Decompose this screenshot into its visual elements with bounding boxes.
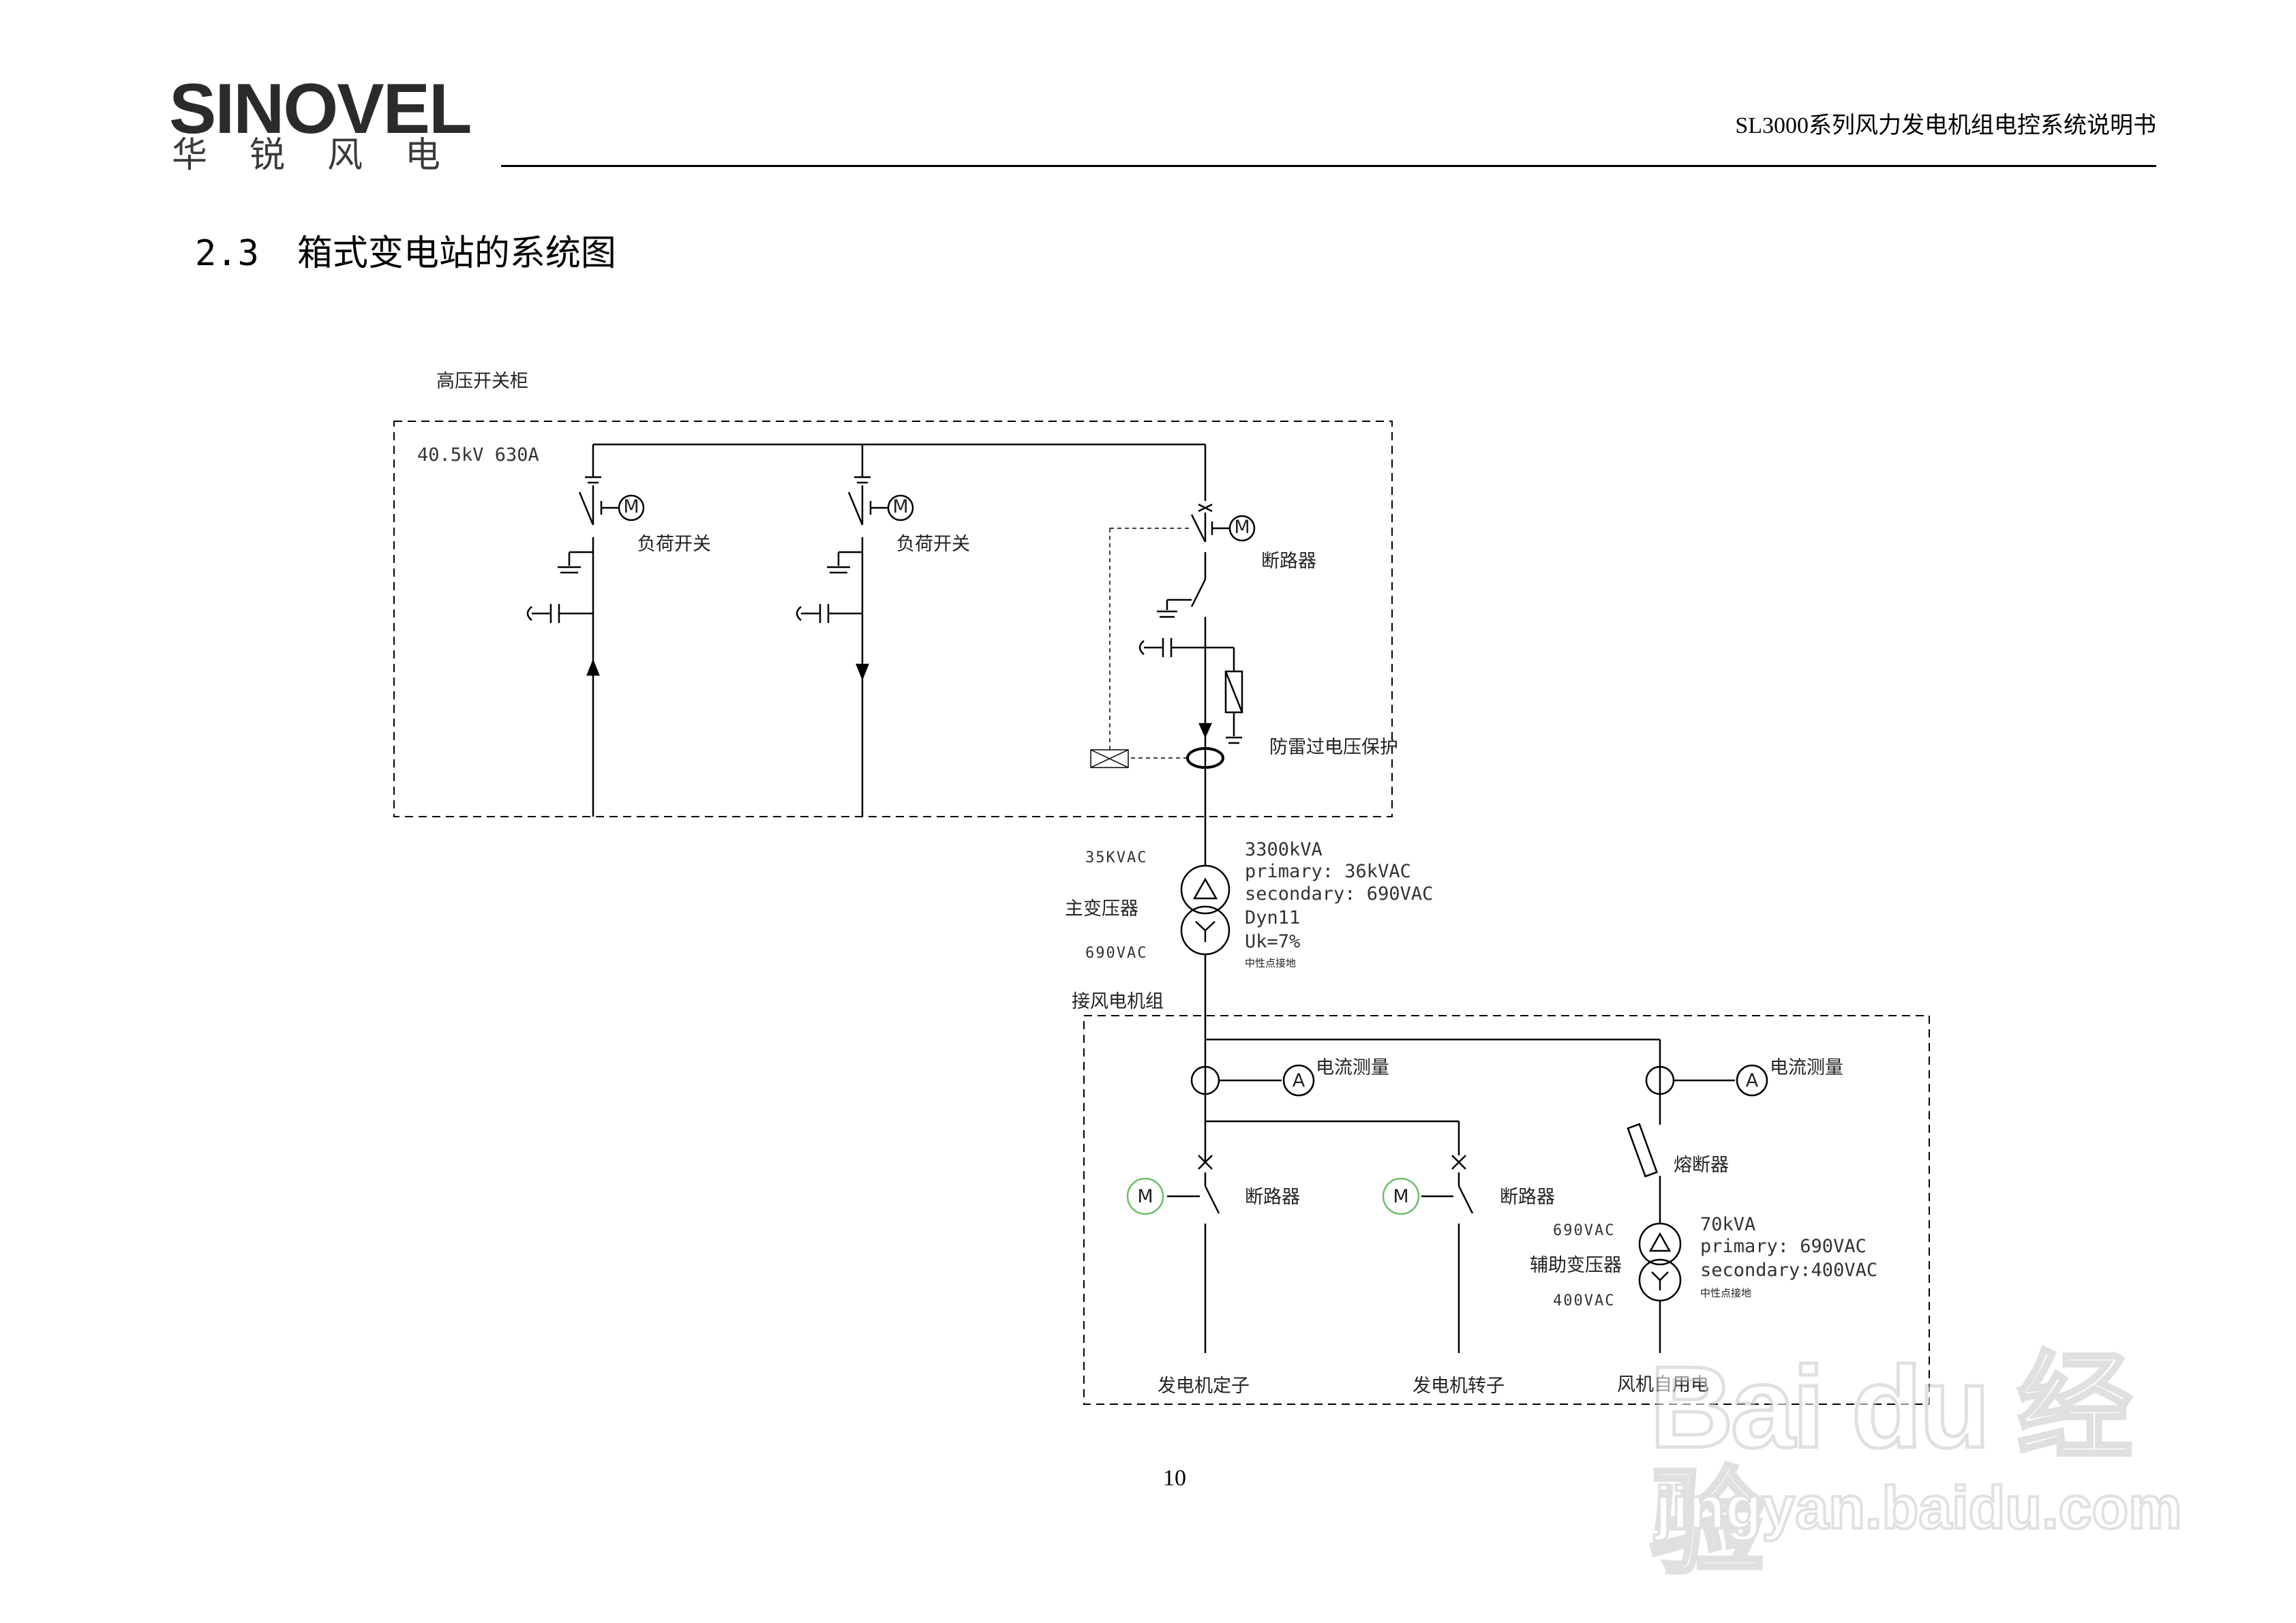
load-switch-2-label: 负荷开关 [896, 534, 970, 555]
hv-breaker [1090, 503, 1256, 817]
voltage-measure-label: 电流测量 [1770, 1057, 1843, 1078]
watermark-sub: jingyan.baidu.com [1654, 1474, 2184, 1541]
page-number: 10 [1163, 1466, 1186, 1491]
breaker-2-label: 断路器 [1500, 1187, 1555, 1208]
ammeter-symbol-2: A [1746, 1070, 1759, 1091]
aux-tx-secondary: secondary:400VAC [1700, 1260, 1877, 1281]
aux-tx-hv-voltage: 690VAC [1553, 1222, 1615, 1239]
main-tx-hv-voltage: 35KVAC [1085, 849, 1147, 866]
load-switch-1 [526, 476, 645, 817]
motor-symbol-stator: M [1137, 1186, 1153, 1207]
logo-text: SINOVEL [169, 70, 472, 149]
section-heading: 2.3 箱式变电站的系统图 [195, 236, 616, 271]
turbine-group-label: 接风电机组 [1072, 991, 1164, 1012]
main-tx-label: 主变压器 [1065, 898, 1138, 920]
main-tx-secondary: secondary: 690VAC [1245, 883, 1433, 905]
motor-symbol-3: M [1234, 517, 1250, 538]
breaker-1-label: 断路器 [1245, 1187, 1300, 1208]
baidu-watermark: Bai du 经验 jingyan.baidu.com [1636, 1309, 2195, 1583]
aux-tx-primary: primary: 690VAC [1700, 1236, 1867, 1257]
out-stator-label: 发电机定子 [1158, 1376, 1250, 1397]
main-tx-rating: 3300kVA [1245, 839, 1323, 860]
aux-tx-lv-voltage: 400VAC [1553, 1292, 1615, 1309]
main-tx-vector-group: Dyn11 [1245, 907, 1300, 928]
aux-tx-label: 辅助变压器 [1530, 1255, 1622, 1276]
hv-cabinet-rating: 40.5kV 630A [417, 444, 539, 466]
header-divider [501, 165, 2156, 167]
section-number: 2.3 [195, 233, 259, 274]
aux-tx-rating: 70kVA [1700, 1214, 1755, 1235]
section-title: 箱式变电站的系统图 [297, 233, 616, 274]
watermark-main: Bai du 经验 [1648, 1343, 2135, 1588]
company-logo: SINOVEL 华锐风电 [169, 74, 510, 176]
out-rotor-label: 发电机转子 [1413, 1376, 1505, 1397]
turbine-group-boundary [1083, 1015, 1930, 1405]
load-switch-2 [796, 476, 914, 817]
main-tx-lv-voltage: 690VAC [1085, 945, 1147, 962]
breaker-label: 断路器 [1261, 551, 1316, 572]
ammeter-symbol-1: A [1293, 1070, 1305, 1091]
motor-symbol-rotor: M [1393, 1186, 1408, 1207]
main-tx-primary: primary: 36kVAC [1245, 861, 1411, 882]
hv-cabinet-label: 高压开关柜 [436, 371, 528, 392]
out-aux-label: 风机自用电 [1617, 1374, 1709, 1395]
main-tx-neutral-note: 中性点接地 [1245, 957, 1296, 969]
aux-tx-neutral-note: 中性点接地 [1700, 1287, 1751, 1299]
surge-protection-label: 防雷过电压保护 [1269, 737, 1398, 758]
fuse-label: 熔断器 [1674, 1155, 1729, 1176]
motor-symbol-1: M [623, 496, 639, 517]
document-title: SL3000系列风力发电机组电控系统说明书 [1735, 113, 2156, 138]
current-measure-label: 电流测量 [1316, 1057, 1389, 1078]
load-switch-1-label: 负荷开关 [637, 534, 711, 555]
logo-subtitle: 华锐风电 [172, 135, 483, 176]
hv-cabinet-boundary [393, 421, 1393, 817]
main-transformer [1180, 817, 1230, 1040]
motor-symbol-2: M [892, 496, 908, 517]
main-tx-impedance: Uk=7% [1245, 931, 1300, 952]
